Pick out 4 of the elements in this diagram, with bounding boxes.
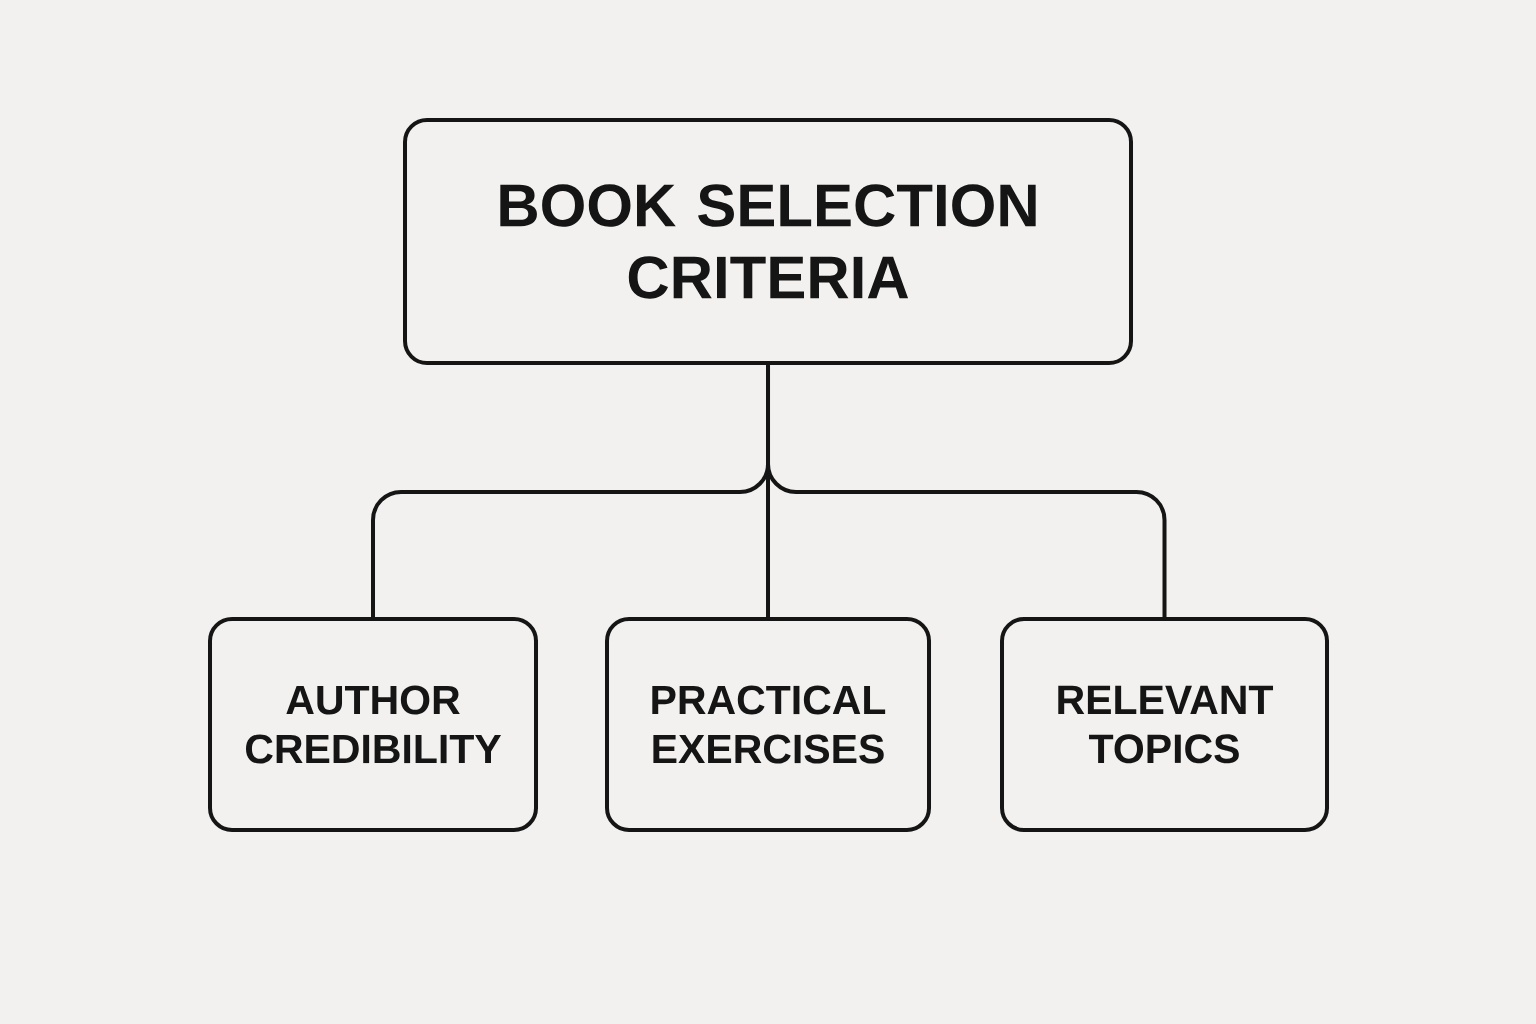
criterion-box: AUTHOR CREDIBILITY (208, 617, 538, 832)
title-box: BOOK SELECTION CRITERIA (403, 118, 1133, 365)
criterion-box: RELEVANT TOPICS (1000, 617, 1329, 832)
criterion-box: PRACTICAL EXERCISES (605, 617, 931, 832)
